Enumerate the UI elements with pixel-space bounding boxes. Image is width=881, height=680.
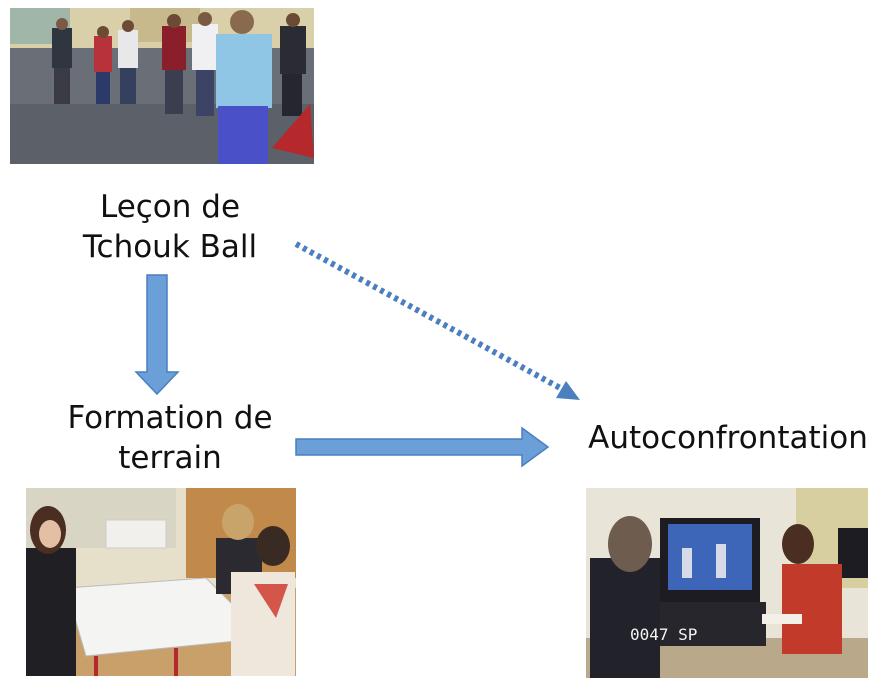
video-review-photo: 0047 SP xyxy=(586,488,868,678)
node-formation-label: Formation de terrain xyxy=(55,398,285,478)
arrow-lecon-to-autoconfrontation xyxy=(294,241,564,392)
node-lecon-line1: Leçon de xyxy=(99,189,241,225)
node-lecon-line2: Tchouk Ball xyxy=(82,229,258,265)
arrow-lecon-to-formation xyxy=(134,274,180,396)
video-overlay-text: 0047 SP xyxy=(630,625,697,644)
classroom-photo xyxy=(26,488,296,676)
playground-photo xyxy=(10,8,314,164)
arrow-lecon-to-autoconfrontation-head xyxy=(556,381,580,400)
node-lecon-label: Leçon de Tchouk Ball xyxy=(60,187,280,267)
node-formation-line1: Formation de xyxy=(67,400,273,436)
node-autoconfrontation-text: Autoconfrontation xyxy=(588,420,868,456)
node-formation-line2: terrain xyxy=(118,440,222,476)
arrow-formation-to-autoconfrontation xyxy=(295,426,550,468)
node-autoconfrontation-label: Autoconfrontation xyxy=(578,418,878,458)
